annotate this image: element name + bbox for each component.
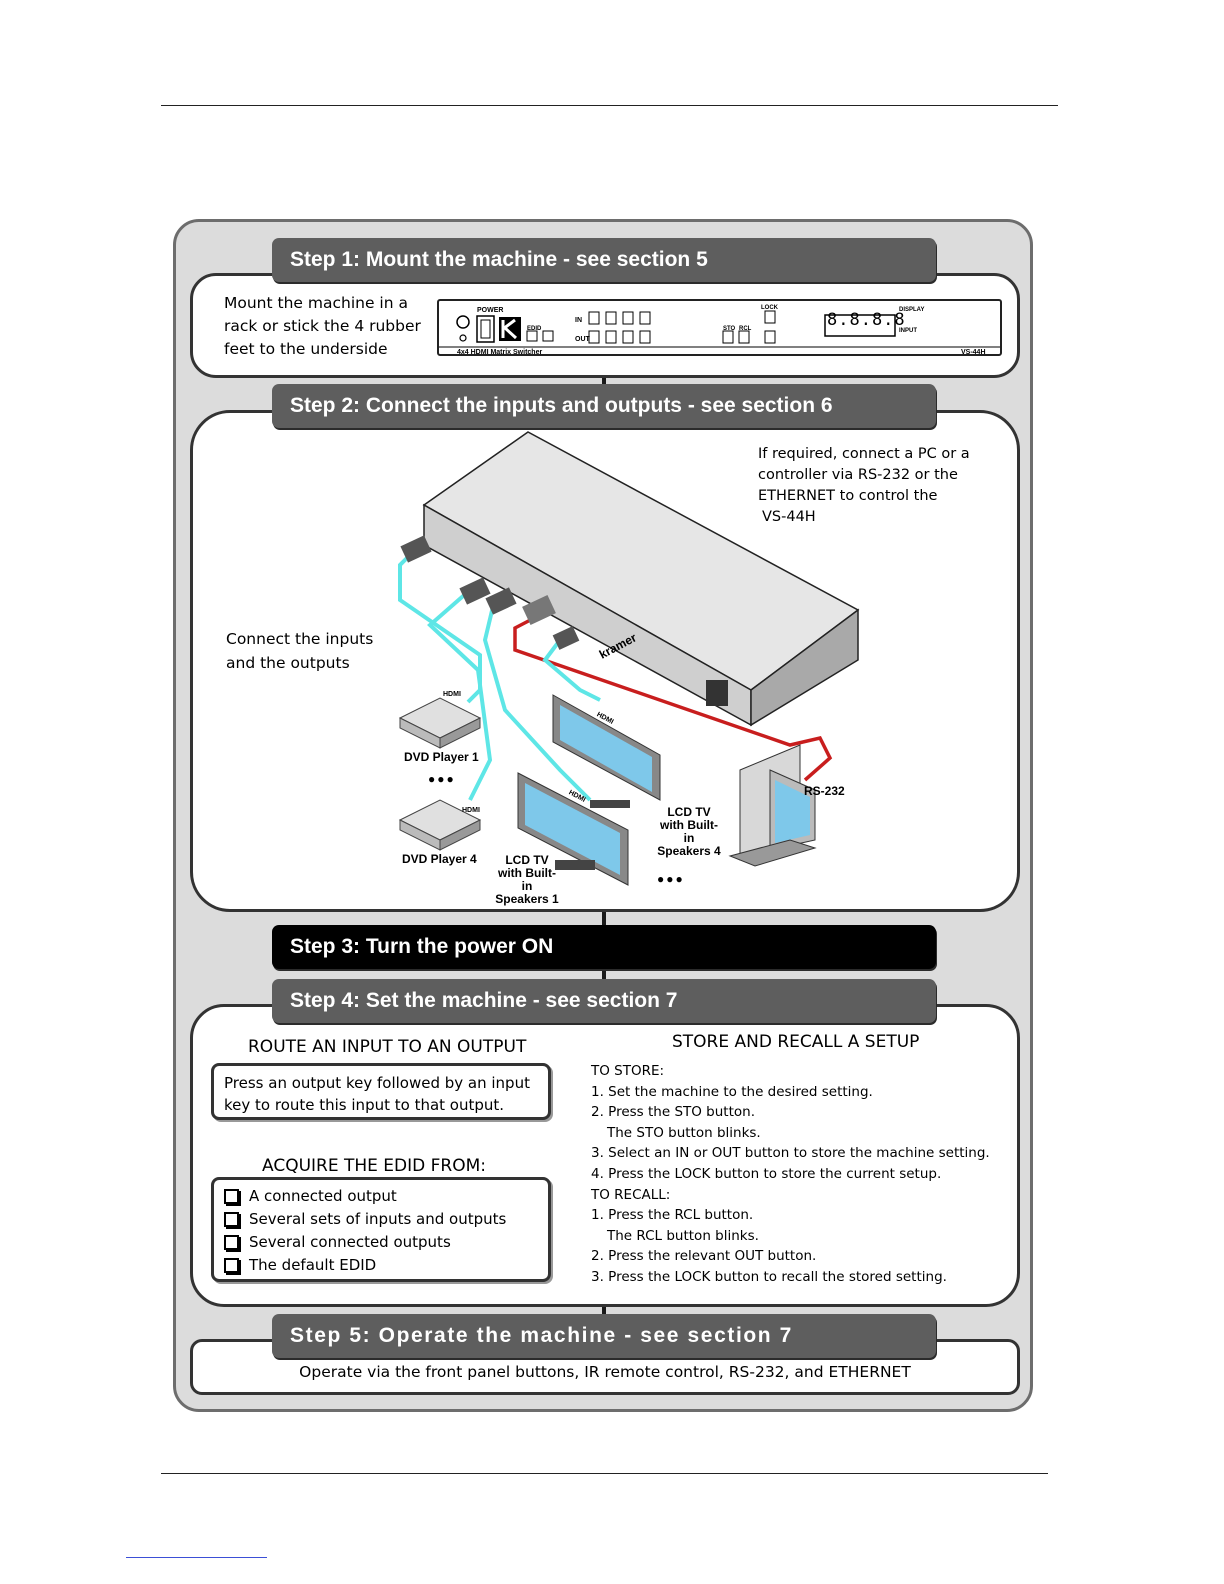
edid-option-label: Several sets of inputs and outputs bbox=[249, 1210, 507, 1228]
pc-line: ETHERNET to control the bbox=[758, 488, 938, 504]
checkbox-icon bbox=[224, 1189, 239, 1204]
footer-rule bbox=[161, 1473, 1048, 1474]
route-heading: ROUTE AN INPUT TO AN OUTPUT bbox=[248, 1037, 527, 1057]
rs232-label: RS-232 bbox=[804, 784, 845, 798]
store-line: 2. Press the relevant OUT button. bbox=[591, 1248, 817, 1265]
header-rule bbox=[161, 105, 1058, 106]
edid-heading: ACQUIRE THE EDID FROM: bbox=[262, 1156, 487, 1176]
connect-instruction: Connect the inputs and the outputs bbox=[226, 627, 426, 675]
edid-option: Several sets of inputs and outputs bbox=[224, 1208, 538, 1231]
step4-title: Step 4: Set the machine - see section 7 bbox=[272, 979, 936, 1023]
store-line: TO STORE: bbox=[591, 1063, 665, 1079]
model-label: VS-44H bbox=[961, 349, 986, 356]
front-panel-illustration: POWER IN OUT EDID STO RCL LOCK 8.8.8.8 D… bbox=[437, 299, 1002, 356]
connect-line: and the outputs bbox=[226, 654, 350, 672]
store-line: 1. Press the RCL button. bbox=[591, 1207, 754, 1224]
connect-line: Connect the inputs bbox=[226, 630, 374, 648]
step5-title: Step 5: Operate the machine - see sectio… bbox=[272, 1314, 936, 1358]
store-line: The RCL button blinks. bbox=[607, 1227, 759, 1244]
store-line: 4. Press the LOCK button to store the cu… bbox=[591, 1165, 942, 1182]
store-line: TO RECALL: bbox=[591, 1186, 671, 1203]
edid-option: The default EDID bbox=[224, 1254, 538, 1277]
seven-seg-display: 8.8.8.8 bbox=[827, 310, 906, 330]
tv1-line: with Built-in bbox=[498, 866, 556, 893]
lcd-tv-4-label: LCD TV with Built-in Speakers 4 bbox=[656, 806, 722, 858]
sto-label: STO bbox=[723, 326, 736, 332]
store-line: 1. Set the machine to the desired settin… bbox=[591, 1083, 873, 1100]
lcd-tv-1-label: LCD TV with Built-in Speakers 1 bbox=[494, 854, 560, 906]
edid-option-label: Several connected outputs bbox=[249, 1233, 451, 1251]
connection-diagram bbox=[398, 431, 860, 886]
ellipsis-dots: ●●● bbox=[657, 872, 685, 886]
step1-line: feet to the underside bbox=[224, 340, 388, 358]
pc-line: If required, connect a PC or a bbox=[758, 446, 970, 462]
step1-line: rack or stick the 4 rubber bbox=[224, 317, 421, 335]
pc-line: VS-44H bbox=[762, 509, 816, 525]
row-in-label: IN bbox=[575, 317, 582, 324]
step2-title: Step 2: Connect the inputs and outputs -… bbox=[272, 384, 936, 428]
edid-option: A connected output bbox=[224, 1185, 538, 1208]
input-label: INPUT bbox=[899, 328, 917, 334]
edid-option: Several connected outputs bbox=[224, 1231, 538, 1254]
footer-link-underline bbox=[126, 1557, 267, 1558]
front-panel-drawing bbox=[439, 310, 1000, 348]
route-line: key to route this input to that output. bbox=[224, 1096, 505, 1114]
step1-line: Mount the machine in a bbox=[224, 294, 408, 312]
route-box: Press an output key followed by an input… bbox=[211, 1063, 551, 1120]
store-heading: STORE AND RECALL A SETUP bbox=[672, 1032, 920, 1052]
step3-title: Step 3: Turn the power ON bbox=[272, 925, 936, 969]
checkbox-icon bbox=[224, 1235, 239, 1250]
display-label: DISPLAY bbox=[899, 307, 925, 313]
store-line: 3. Select an IN or OUT button to store t… bbox=[591, 1145, 990, 1162]
ellipsis-dots: ●●● bbox=[428, 772, 456, 786]
store-line: 2. Press the STO button. bbox=[591, 1104, 755, 1121]
step1-title: Step 1: Mount the machine - see section … bbox=[272, 238, 936, 282]
dvd-player-1-label: DVD Player 1 bbox=[404, 750, 479, 764]
rcl-label: RCL bbox=[739, 326, 752, 332]
hdmi-label: HDMI bbox=[462, 807, 480, 814]
edid-option-label: A connected output bbox=[249, 1187, 397, 1205]
store-line: 3. Press the LOCK button to recall the s… bbox=[591, 1268, 947, 1285]
pc-line: controller via RS-232 or the bbox=[758, 467, 958, 483]
lock-label: LOCK bbox=[761, 305, 778, 311]
model-description: 4x4 HDMI Matrix Switcher bbox=[457, 349, 543, 356]
route-line: Press an output key followed by an input bbox=[224, 1074, 530, 1092]
tv1-line: Speakers 1 bbox=[495, 892, 559, 906]
tv4-line: Speakers 4 bbox=[657, 844, 721, 858]
row-out-label: OUT bbox=[575, 336, 590, 343]
edid-label: EDID bbox=[527, 326, 542, 332]
tv1-line: LCD TV bbox=[505, 853, 549, 867]
checkbox-icon bbox=[224, 1212, 239, 1227]
store-line: The STO button blinks. bbox=[607, 1124, 761, 1141]
edid-option-label: The default EDID bbox=[249, 1256, 377, 1274]
step1-instructions: Mount the machine in a rack or stick the… bbox=[224, 292, 434, 361]
pc-instruction: If required, connect a PC or a controlle… bbox=[758, 444, 978, 528]
power-label: POWER bbox=[477, 307, 504, 314]
dvd-player-4-label: DVD Player 4 bbox=[402, 852, 477, 866]
checkbox-icon bbox=[224, 1258, 239, 1273]
tv4-line: with Built-in bbox=[660, 818, 718, 845]
store-recall-list: TO STORE: 1. Set the machine to the desi… bbox=[591, 1061, 1011, 1288]
hdmi-label: HDMI bbox=[443, 691, 461, 698]
operate-text: Operate via the front panel buttons, IR … bbox=[299, 1363, 911, 1381]
edid-box: A connected output Several sets of input… bbox=[211, 1177, 551, 1282]
tv4-line: LCD TV bbox=[667, 805, 711, 819]
